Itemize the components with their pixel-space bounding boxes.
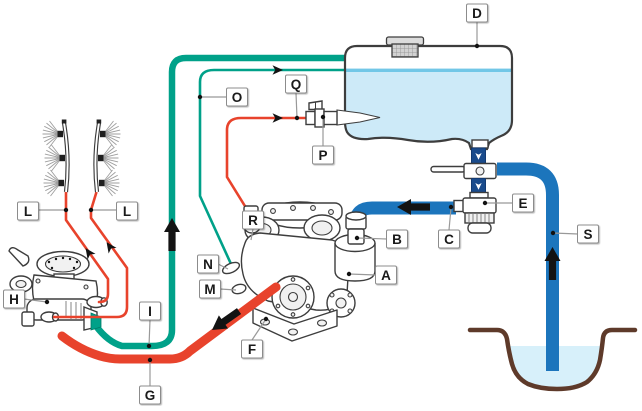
label-D: D xyxy=(466,3,488,23)
label-O: O xyxy=(226,87,248,107)
svg-text:R: R xyxy=(248,213,258,228)
valve-handle xyxy=(430,165,466,173)
suction-filter xyxy=(453,191,497,234)
suction-pipe-from-pit xyxy=(497,162,559,371)
svg-text:Q: Q xyxy=(291,77,302,92)
bypass-fitting-n xyxy=(221,261,241,275)
svg-text:B: B xyxy=(392,232,402,247)
svg-text:L: L xyxy=(24,204,32,219)
nozzle-spray-icon xyxy=(98,169,120,197)
label-P: P xyxy=(312,145,334,165)
label-F: F xyxy=(241,339,263,359)
label-L-right: L xyxy=(116,201,138,221)
svg-text:F: F xyxy=(248,342,256,357)
label-H: H xyxy=(3,289,25,309)
svg-text:C: C xyxy=(444,232,454,247)
agitation-line xyxy=(225,116,311,212)
return-pipe-fitting xyxy=(90,312,102,331)
label-M: M xyxy=(199,279,221,299)
nozzle-spray-icon xyxy=(43,169,65,197)
nozzle-spray-icon xyxy=(42,120,64,148)
svg-text:A: A xyxy=(381,268,391,283)
svg-text:G: G xyxy=(145,388,156,403)
svg-text:P: P xyxy=(318,148,327,163)
tank xyxy=(336,36,514,151)
svg-text:N: N xyxy=(203,257,213,272)
label-I: I xyxy=(139,301,161,321)
agitation-valve-p xyxy=(305,100,338,128)
nozzle-spray-icon xyxy=(99,120,121,148)
boom-line-right xyxy=(53,191,129,319)
callout-leaders xyxy=(23,22,579,386)
label-B: B xyxy=(386,229,408,249)
tank-outlet-assembly xyxy=(430,139,497,234)
label-G: G xyxy=(139,385,161,405)
svg-text:S: S xyxy=(583,227,592,242)
tank-liquid xyxy=(345,68,512,149)
main-return-pipe xyxy=(93,54,352,350)
svg-text:L: L xyxy=(123,204,131,219)
svg-text:E: E xyxy=(518,196,527,211)
boom-line-left xyxy=(64,192,110,304)
delivery-pipe xyxy=(57,282,281,364)
svg-text:M: M xyxy=(204,282,215,297)
svg-text:O: O xyxy=(232,90,243,105)
nozzle-spray-icon xyxy=(97,144,119,172)
label-S: S xyxy=(577,224,599,244)
svg-text:D: D xyxy=(472,6,482,21)
control-unit xyxy=(4,247,108,331)
label-L-left: L xyxy=(17,201,39,221)
label-A: A xyxy=(375,265,397,285)
label-N: N xyxy=(197,254,219,274)
spray-boom-left xyxy=(42,119,70,197)
label-Q: Q xyxy=(285,74,307,94)
fitting-m xyxy=(231,283,247,295)
label-E: E xyxy=(512,193,534,213)
label-R: R xyxy=(242,210,264,230)
label-C: C xyxy=(438,229,460,249)
bypass-return-line xyxy=(198,68,352,265)
flow-arrow-up-icon xyxy=(164,218,180,251)
tank-filler-cap xyxy=(385,36,425,58)
spray-boom-right xyxy=(93,119,121,197)
pit-outline xyxy=(467,327,638,392)
svg-text:H: H xyxy=(9,292,19,307)
nozzle-spray-icon xyxy=(44,144,66,172)
svg-text:I: I xyxy=(148,304,152,319)
